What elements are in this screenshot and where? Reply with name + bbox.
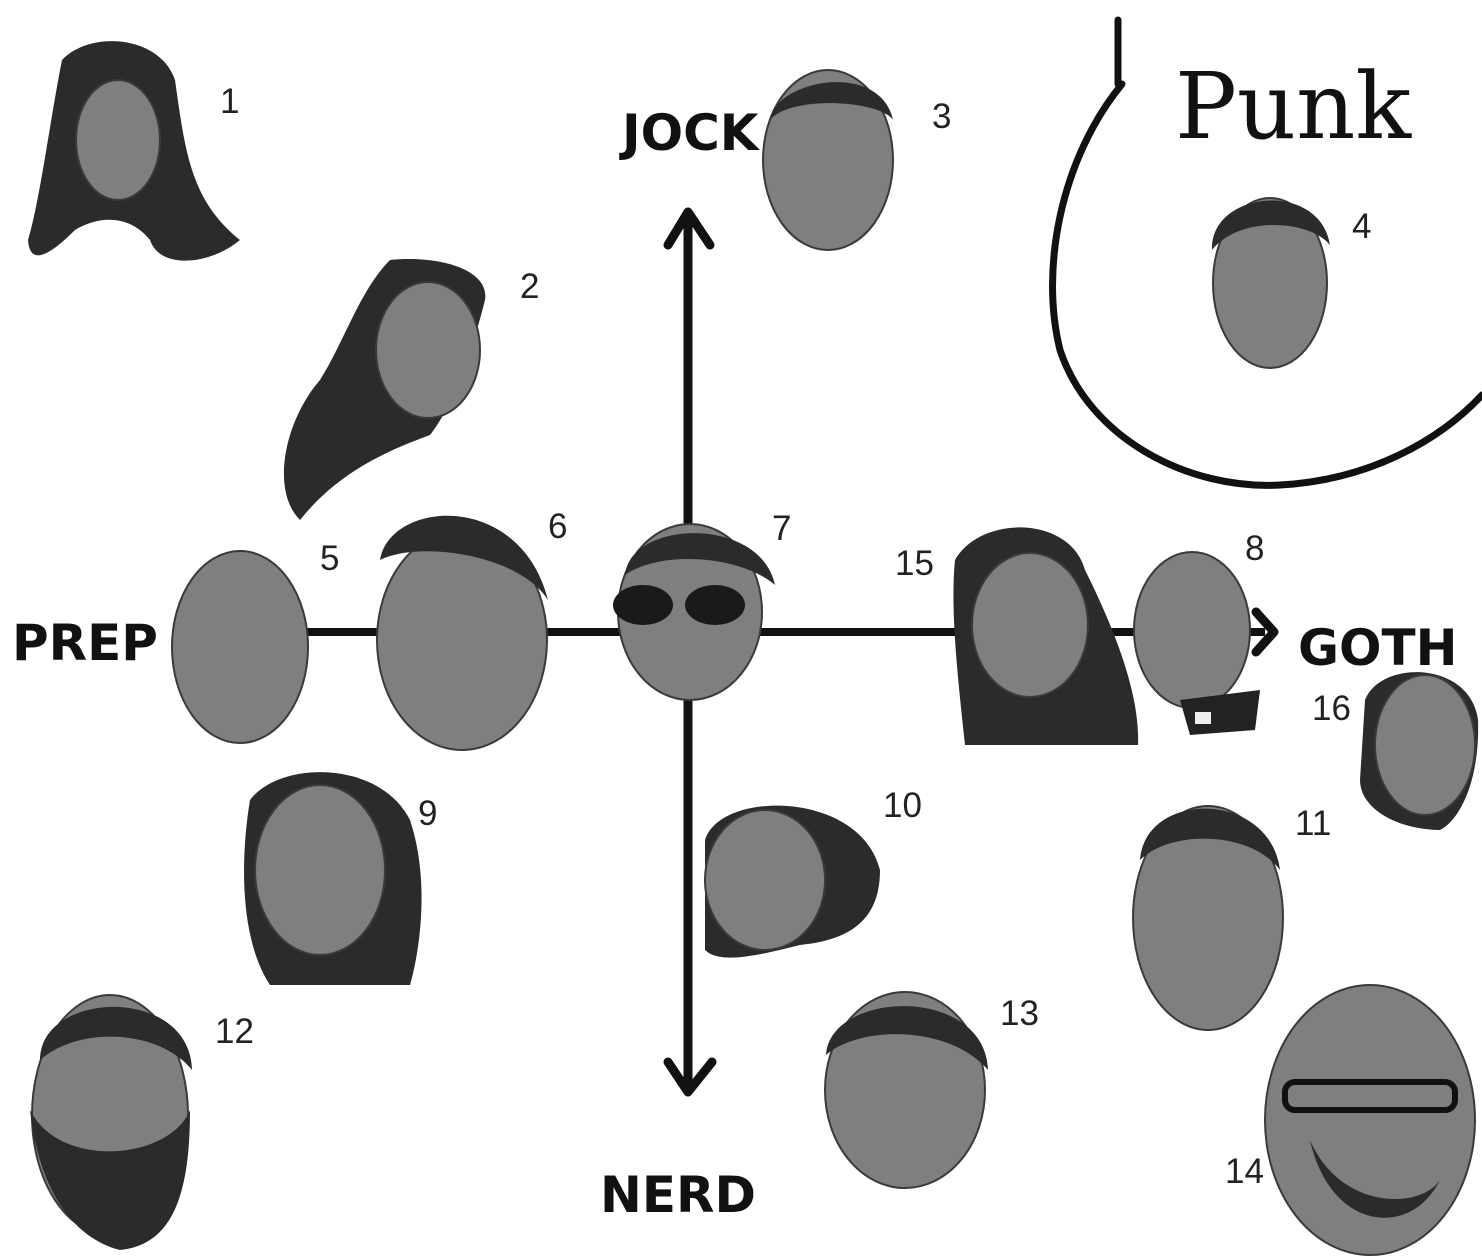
- number-labels: 1 2 3 4 5 6 7 8 9 10 11 12 13 14 15 16: [215, 82, 1371, 1191]
- number-label-8: 8: [1245, 529, 1264, 568]
- number-label-6: 6: [548, 507, 567, 546]
- axis-label-bottom: NERD: [600, 1166, 756, 1224]
- portrait-10: [704, 805, 880, 958]
- number-label-3: 3: [932, 97, 951, 136]
- arrow-up-icon: [663, 207, 715, 250]
- axis-label-left: PREP: [12, 614, 158, 672]
- number-label-12: 12: [215, 1012, 254, 1051]
- portrait-9: [244, 772, 422, 985]
- portrait-2: [283, 259, 486, 520]
- number-label-13: 13: [1000, 994, 1039, 1033]
- portrait-13: [824, 991, 988, 1189]
- portraits: [28, 41, 1479, 1256]
- portrait-4: [1211, 197, 1330, 369]
- punk-circle: [1049, 80, 1482, 489]
- number-label-16: 16: [1312, 689, 1351, 728]
- number-label-5: 5: [320, 539, 339, 578]
- number-label-2: 2: [520, 267, 539, 306]
- portrait-16: [1360, 672, 1479, 830]
- sunglasses-right: [685, 585, 745, 625]
- portrait-14: [1264, 984, 1476, 1256]
- glasses: [1282, 1079, 1458, 1113]
- portrait-7: [613, 523, 775, 701]
- arrow-down-icon: [663, 1057, 717, 1097]
- number-label-14: 14: [1225, 1152, 1264, 1191]
- portrait-1: [28, 41, 240, 261]
- number-label-10: 10: [883, 786, 922, 825]
- sunglasses-left: [613, 585, 673, 625]
- axis-label-top: JOCK: [619, 104, 761, 162]
- number-label-7: 7: [772, 509, 791, 548]
- punk-label: Punk: [1175, 53, 1412, 160]
- number-label-11: 11: [1295, 804, 1331, 843]
- portrait-5: [171, 550, 309, 744]
- number-label-4: 4: [1352, 207, 1371, 246]
- portrait-12: [30, 994, 192, 1250]
- portrait-6: [376, 515, 548, 751]
- number-label-15: 15: [895, 544, 934, 583]
- axis-label-right: GOTH: [1298, 619, 1458, 677]
- portrait-15: [953, 527, 1139, 745]
- number-label-1: 1: [220, 82, 239, 121]
- portrait-11: [1132, 805, 1284, 1031]
- number-label-9: 9: [418, 794, 437, 833]
- arrow-right-icon: [1251, 607, 1279, 657]
- portrait-8: [1133, 551, 1260, 735]
- portrait-3: [762, 69, 894, 251]
